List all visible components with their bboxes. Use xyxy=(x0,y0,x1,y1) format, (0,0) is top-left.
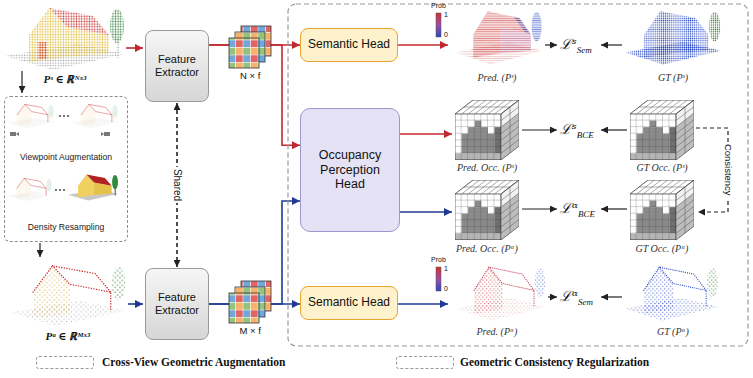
node-text: Feature Extractor xyxy=(149,291,205,316)
legend-text: Geometric Consistency Regularization xyxy=(460,357,649,369)
node-text: Occupancy Perception Head xyxy=(305,148,395,191)
loss-symbol: ℒˢ xyxy=(560,122,577,136)
input-label: Pᵅ ∈ ℝᴹˣ³ xyxy=(46,331,91,342)
colorbar-tick: 1 xyxy=(444,265,448,272)
region-outline xyxy=(288,4,748,346)
loss-symbol: ℒᵅ xyxy=(560,201,578,215)
arrow xyxy=(39,243,40,257)
colorbar-tick: 0 xyxy=(444,285,448,292)
prediction-cloud xyxy=(456,11,542,64)
arrow xyxy=(398,211,452,213)
node-text: Semantic Head xyxy=(308,38,390,52)
caption: Pred. (Pˢ) xyxy=(478,73,517,83)
input-label: Pˢ ∈ ℝᴺˣ³ xyxy=(44,74,87,85)
occupancy-head: Occupancy Perception Head xyxy=(300,108,400,232)
point-cloud xyxy=(72,104,118,128)
caption: GT Occ. (Pᵅ) xyxy=(636,244,689,254)
caption: Pred. Occ. (Pᵅ) xyxy=(456,244,518,254)
node-text: Semantic Head xyxy=(308,296,390,310)
feature-map xyxy=(229,26,271,68)
voxel-grid xyxy=(455,100,519,160)
feature-size: M × f xyxy=(240,326,261,336)
prediction-cloud xyxy=(456,267,546,320)
colorbar-tick: 1 xyxy=(444,11,448,18)
voxel-grid xyxy=(630,180,694,240)
legend-swatch xyxy=(36,356,94,369)
loss-symbol: ℒᵅ xyxy=(560,289,578,303)
camera-icons xyxy=(10,132,110,136)
colorbar xyxy=(436,13,441,37)
arrow xyxy=(398,44,448,46)
caption: GT (Pˢ) xyxy=(658,73,688,83)
colorbar-tick: 0 xyxy=(444,31,448,38)
mesh-house xyxy=(68,175,118,201)
ground-truth-cloud xyxy=(625,11,721,64)
feature-extractor: Feature Extractor xyxy=(145,30,209,102)
loss-symbol: ℒˢ xyxy=(560,37,577,51)
consistency-label: Consistency xyxy=(723,142,733,198)
loss-subscript: BCE xyxy=(578,210,595,219)
node-text: Feature Extractor xyxy=(149,53,205,78)
caption: Pred. Occ. (Pˢ) xyxy=(457,163,517,173)
colorbar xyxy=(436,267,441,291)
feature-extractor: Feature Extractor xyxy=(145,268,209,340)
edge-label: Shared xyxy=(172,167,182,203)
semantic-head: Semantic Head xyxy=(300,286,398,320)
point-cloud xyxy=(8,104,54,128)
colorbar-title: Prob xyxy=(431,2,446,9)
voxel-grid xyxy=(630,100,694,160)
point-cloud xyxy=(10,266,127,326)
arrow xyxy=(398,303,448,305)
ground-truth-cloud xyxy=(625,267,719,320)
arrow xyxy=(21,71,22,93)
caption: GT (Pᵅ) xyxy=(657,327,689,337)
feature-map xyxy=(229,281,271,323)
point-cloud xyxy=(5,8,125,70)
node-text: Density Resampling xyxy=(5,223,127,233)
loss-subscript: BCE xyxy=(577,131,594,140)
loss-subscript: Sem xyxy=(578,298,593,307)
legend-swatch xyxy=(396,356,454,369)
caption: Pred. (Pᵅ) xyxy=(477,327,518,337)
feature-size: N × f xyxy=(240,71,260,81)
loss-subscript: Sem xyxy=(577,46,592,55)
colorbar-title: Prob xyxy=(431,256,446,263)
arrow xyxy=(398,133,452,135)
node-text: Viewpoint Augmentation xyxy=(5,153,127,163)
voxel-grid xyxy=(455,180,519,240)
point-cloud xyxy=(8,178,52,201)
caption: GT Occ. (Pˢ) xyxy=(637,163,688,173)
legend-text: Cross-View Geometric Augmentation xyxy=(102,357,285,369)
loss-arrows xyxy=(522,45,627,297)
semantic-head: Semantic Head xyxy=(300,28,398,62)
arrow xyxy=(126,47,143,49)
arrow xyxy=(128,303,143,305)
augmentation-box: Viewpoint AugmentationDensity Resampling xyxy=(4,96,128,242)
